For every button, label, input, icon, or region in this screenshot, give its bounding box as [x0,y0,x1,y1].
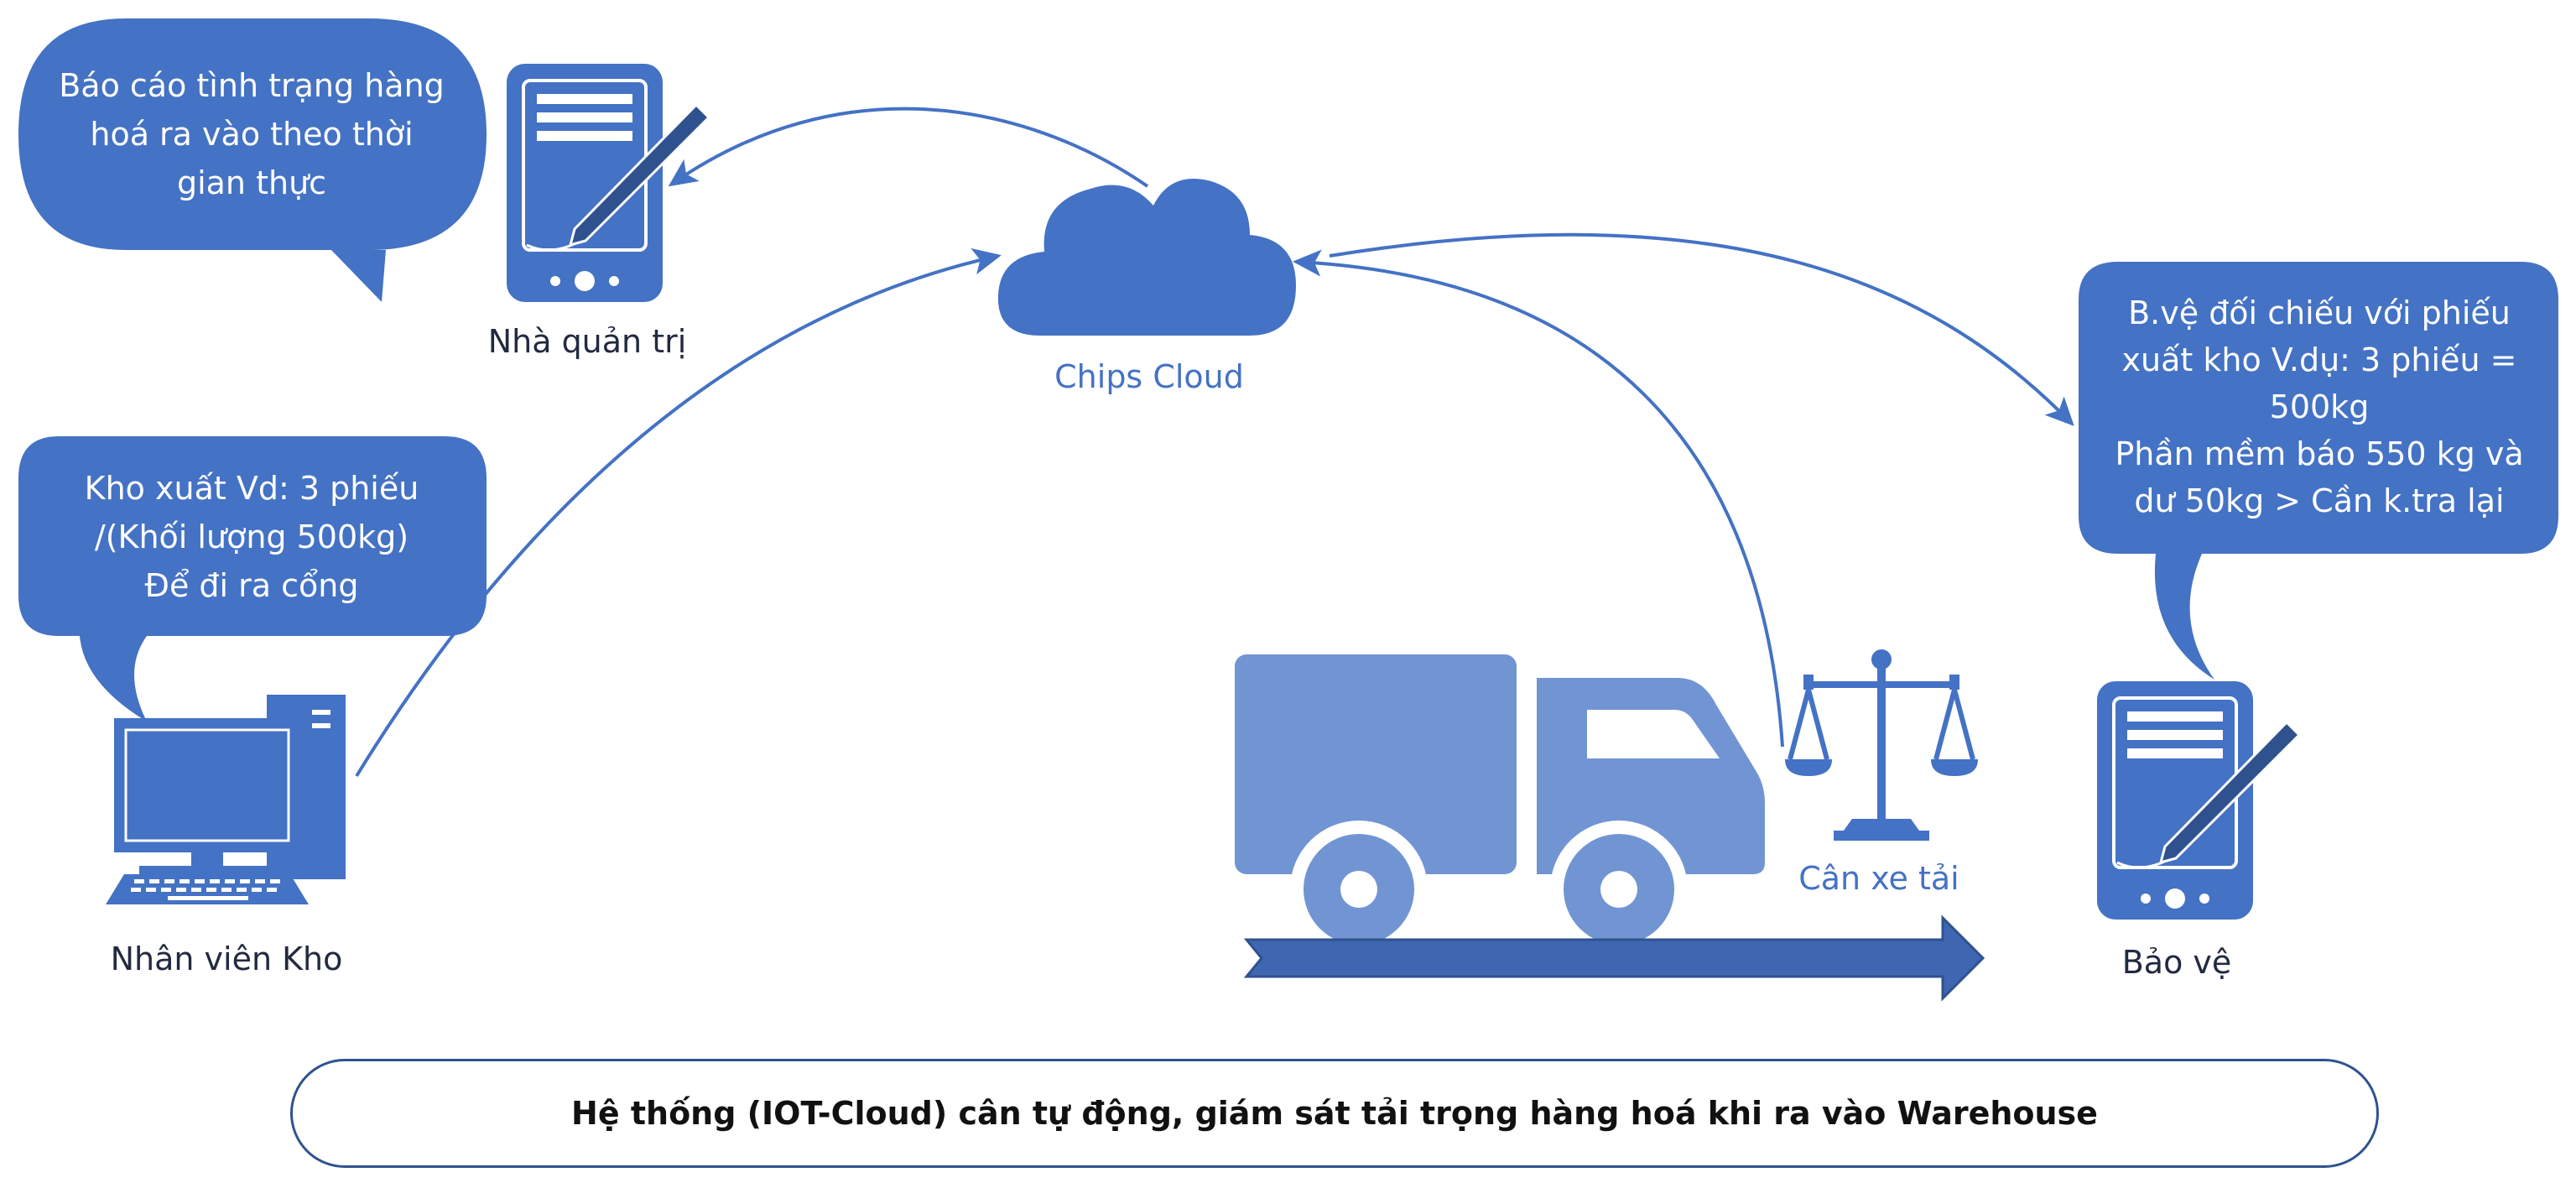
arrow-cloud-to-admin [668,107,1149,188]
bubble-line: B.vệ đối chiếu với phiếu [2128,294,2511,331]
balance-scale-icon [1785,649,1978,841]
tablet-pen-icon [507,64,711,302]
footer-title: Hệ thống (IOT-Cloud) cân tự động, giám s… [571,1095,2098,1132]
bubble-line: Phần mềm báo 550 kg và [2115,435,2524,472]
bubble-line: dư 50kg > Cần k.tra lại [2134,482,2505,519]
truck-icon [1235,654,1765,958]
bubble-line: /(Khối lượng 500kg) [94,518,409,555]
speech-bubble-admin [18,18,487,302]
admin-label: Nhà quản trị [487,323,687,360]
arrow-scale-to-cloud [1293,249,1784,748]
guard-label: Bảo vệ [2121,944,2232,981]
bubble-admin-text: Báo cáo tình trạng hàng hoá ra vào theo … [34,42,470,227]
bubble-line: hoá ra vào theo thời [90,116,414,153]
tablet-pen-icon [2097,681,2302,920]
cloud-label: Chips Cloud [1054,358,1244,395]
speech-bubble-guard [2079,262,2558,680]
bubble-line: Kho xuất Vd: 3 phiếu [84,470,419,507]
arrow-cloud-to-guard [1329,232,2074,426]
scale-label: Cân xe tải [1798,860,1959,897]
bubble-line: Để đi ra cổng [144,567,359,604]
cloud-icon [997,179,1296,336]
bubble-line: gian thực [176,164,327,201]
arrow-staff-to-cloud [355,248,1002,778]
bubble-line: Báo cáo tình trạng hàng [59,67,445,104]
warehouse-staff-label: Nhân viên Kho [110,940,343,977]
speech-bubble-warehouse [18,436,487,722]
bubble-warehouse-text: Kho xuất Vd: 3 phiếu /(Khối lượng 500kg)… [34,453,470,621]
bubble-guard-text: B.vệ đối chiếu với phiếu xuất kho V.dụ: … [2089,268,2550,545]
bubble-line: 500kg [2269,388,2370,425]
right-arrow-icon [1243,914,1985,1002]
footer-title-box: Hệ thống (IOT-Cloud) cân tự động, giám s… [290,1059,2379,1168]
bubble-line: xuất kho V.dụ: 3 phiếu = [2121,341,2517,378]
desktop-computer-icon [106,695,346,904]
